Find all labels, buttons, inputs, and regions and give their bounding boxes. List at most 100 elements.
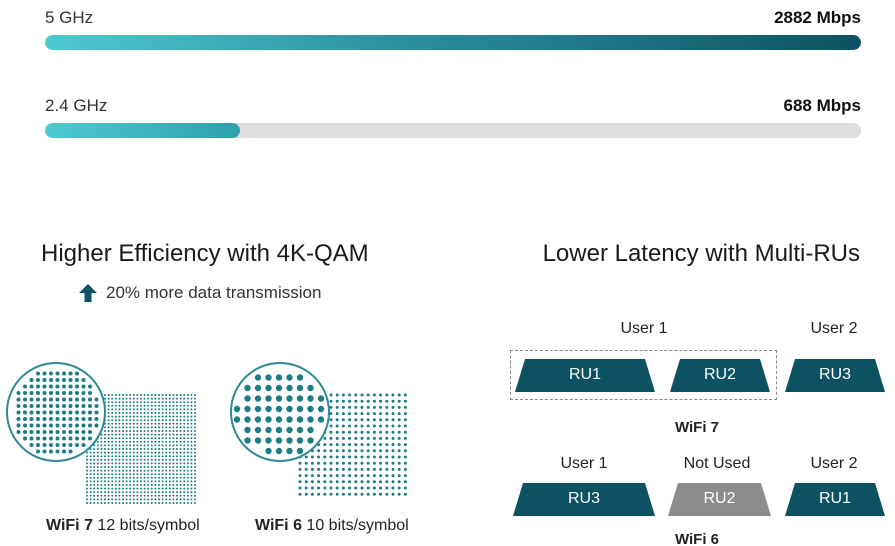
constellation-dot [403, 443, 407, 447]
constellation-dot [154, 480, 157, 483]
wifi7-caption: WiFi 7 12 bits/symbol [46, 517, 200, 535]
constellation-dot [172, 473, 175, 476]
constellation-dot [172, 451, 175, 454]
constellation-dot [42, 449, 47, 454]
constellation-dot [55, 397, 60, 402]
constellation-dot [341, 474, 345, 478]
constellation-dot [186, 466, 189, 468]
constellation-dot [147, 408, 150, 411]
constellation-dot [154, 491, 157, 494]
constellation-dot [100, 437, 103, 440]
constellation-dot [118, 426, 121, 429]
constellation-dot [125, 473, 128, 476]
constellation-dot [354, 486, 358, 490]
constellation-dot [335, 443, 339, 447]
constellation-dot [140, 422, 142, 425]
constellation-dot [81, 397, 86, 402]
constellation-dot [118, 430, 121, 432]
constellation-dot [172, 404, 175, 407]
constellation-dot [147, 415, 150, 418]
constellation-dot [125, 476, 128, 479]
constellation-dot [104, 462, 106, 465]
constellation-dot [104, 397, 106, 400]
constellation-dot [16, 410, 21, 415]
constellation-dot [165, 466, 168, 468]
constellation-dot [114, 462, 117, 465]
constellation-dot [129, 451, 132, 454]
constellation-dot [397, 474, 401, 478]
constellation-dot [75, 384, 79, 389]
constellation-dot [317, 395, 325, 402]
constellation-dot [136, 394, 139, 396]
constellation-dot [176, 419, 178, 422]
constellation-dot [147, 444, 150, 447]
constellation-dot [150, 448, 153, 450]
constellation-dot [403, 405, 407, 409]
constellation-dot [114, 433, 117, 436]
constellation-dot [341, 405, 345, 409]
constellation-dot [379, 474, 383, 478]
constellation-dot [354, 443, 358, 447]
band-label: 2.4 GHz [45, 96, 108, 115]
constellation-dot [118, 412, 121, 414]
constellation-dot [176, 448, 178, 450]
constellation-dot [150, 419, 153, 422]
constellation-dot [179, 498, 182, 501]
constellation-dot [183, 498, 186, 501]
constellation-dot [194, 430, 196, 432]
constellation-dot [158, 462, 160, 465]
constellation-dot [379, 424, 383, 428]
constellation-dot [107, 473, 110, 476]
constellation-dot [147, 404, 150, 407]
constellation-dot [254, 437, 262, 444]
constellation-dot [168, 491, 171, 494]
constellation-dot [329, 474, 333, 478]
constellation-dot [161, 455, 164, 458]
constellation-dot [96, 480, 99, 483]
constellation-dot [107, 448, 110, 450]
constellation-dot [118, 419, 121, 422]
constellation-dot [89, 480, 92, 483]
constellation-dot [143, 473, 146, 476]
constellation-dot [147, 480, 150, 483]
constellation-dot [176, 426, 178, 429]
constellation-dot [111, 437, 114, 440]
constellation-dot [150, 444, 153, 447]
constellation-dot [354, 424, 358, 428]
constellation-dot [360, 399, 364, 403]
constellation-dot [165, 437, 168, 440]
wifi6-not-used-label: Not Used [683, 455, 751, 472]
constellation-dot [136, 469, 139, 472]
wifi7-ru-label: WiFi 7 [674, 419, 720, 436]
constellation-dot [168, 451, 171, 454]
constellation-dot [194, 397, 196, 400]
constellation-dot [104, 440, 106, 443]
constellation-dot [125, 419, 128, 422]
constellation-dot [129, 466, 132, 468]
constellation-dot [122, 394, 124, 396]
constellation-dot [114, 458, 117, 461]
constellation-dot [348, 467, 352, 471]
constellation-dot [114, 469, 117, 472]
constellation-dot [55, 430, 60, 434]
constellation-dot [179, 494, 182, 497]
constellation-dot [161, 484, 164, 486]
rate-value: 688 Mbps [783, 96, 861, 115]
constellation-dot [165, 419, 168, 422]
constellation-dot [89, 498, 92, 501]
constellation-dot [132, 484, 135, 486]
constellation-dot [154, 448, 157, 450]
constellation-dot [150, 476, 153, 479]
constellation-dot [275, 426, 283, 434]
constellation-dot [329, 467, 333, 471]
constellation-dot [176, 480, 178, 483]
constellation-dot [147, 412, 150, 414]
constellation-dot [89, 476, 92, 479]
constellation-dot [154, 451, 157, 454]
constellation-dot [176, 455, 178, 458]
constellation-dot [172, 455, 175, 458]
constellation-dot [114, 440, 117, 443]
constellation-dot [335, 474, 339, 478]
constellation-dot [132, 422, 135, 425]
constellation-dot [176, 487, 178, 490]
